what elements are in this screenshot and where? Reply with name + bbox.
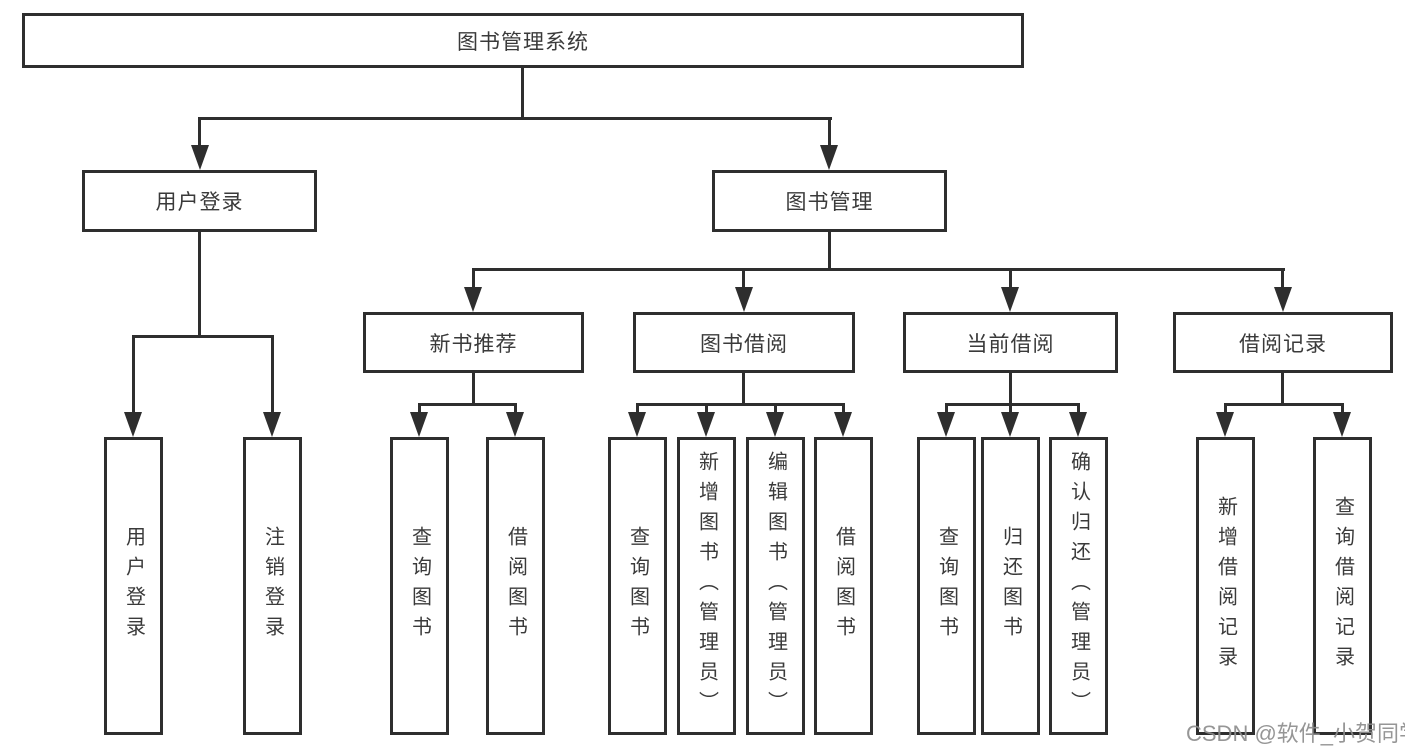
connector-line [828,117,831,146]
node-label: 借阅记录 [1239,332,1327,356]
leaf-label: 借阅图书 [832,526,855,646]
node-book-management: 图书管理 [712,170,947,232]
node-current-borrow: 当前借阅 [903,312,1118,373]
arrowhead-down-icon [1274,287,1292,312]
leaf-label: 借阅图书 [504,526,527,646]
connector-line [1281,373,1284,405]
arrowhead-down-icon [735,287,753,312]
connector-line [418,403,517,406]
connector-line [1009,268,1012,289]
node-label: 当前借阅 [966,332,1055,356]
arrowhead-down-icon [1069,412,1087,437]
leaf-label: 编辑图书（管理员） [764,451,787,721]
leaf-add-book-admin: 新增图书（管理员） [677,437,736,735]
connector-line [636,403,639,414]
node-new-book-recommend: 新书推荐 [363,312,584,373]
connector-line [828,232,831,270]
leaf-label: 新增图书（管理员） [695,451,718,721]
connector-line [472,268,475,289]
connector-line [742,268,745,289]
connector-line [1224,403,1227,414]
arrowhead-down-icon [937,412,955,437]
connector-line [472,373,475,405]
node-borrow-records: 借阅记录 [1173,312,1393,373]
connector-line [945,403,1080,406]
leaf-label: 查询图书 [626,526,649,646]
connector-line [132,335,135,413]
leaf-label: 归还图书 [999,526,1022,646]
leaf-borrow-book: 借阅图书 [814,437,873,735]
leaf-edit-book-admin: 编辑图书（管理员） [746,437,805,735]
connector-line [1009,403,1012,414]
node-user-login: 用户登录 [82,170,317,232]
leaf-label: 注销登录 [261,526,284,646]
arrowhead-down-icon [697,412,715,437]
connector-line [1224,403,1344,406]
arrowhead-down-icon [766,412,784,437]
arrowhead-down-icon [506,412,524,437]
node-label: 图书借阅 [700,332,788,356]
connector-line [842,403,845,414]
leaf-query-book: 查询图书 [608,437,667,735]
connector-line [742,373,745,405]
csdn-watermark: CSDN @软件_小贺同学 [1186,721,1405,746]
leaf-label: 确认归还（管理员） [1067,451,1090,721]
arrowhead-down-icon [410,412,428,437]
arrowhead-down-icon [1333,412,1351,437]
connector-line [514,403,517,414]
leaf-logout: 注销登录 [243,437,302,735]
node-label: 用户登录 [155,191,244,214]
arrowhead-down-icon [124,412,142,437]
connector-line [132,335,274,338]
leaf-query-book: 查询图书 [917,437,976,735]
node-label: 图书管理 [785,191,874,214]
arrowhead-down-icon [820,145,838,170]
connector-line [1341,403,1344,414]
connector-line [472,268,1285,271]
arrowhead-down-icon [834,412,852,437]
arrowhead-down-icon [628,412,646,437]
connector-line [636,403,845,406]
connector-line [1281,268,1284,289]
connector-line [1077,403,1080,414]
leaf-user-login: 用户登录 [104,437,163,735]
connector-line [705,403,708,414]
leaf-return-book: 归还图书 [981,437,1040,735]
leaf-label: 查询图书 [408,526,431,646]
leaf-query-borrow-record: 查询借阅记录 [1313,437,1372,735]
leaf-add-borrow-record: 新增借阅记录 [1196,437,1255,735]
connector-line [198,117,201,146]
arrowhead-down-icon [1216,412,1234,437]
node-root: 图书管理系统 [22,13,1024,68]
leaf-query-book: 查询图书 [390,437,449,735]
connector-line [945,403,948,414]
connector-line [1009,373,1012,405]
leaf-label: 查询图书 [935,526,958,646]
node-book-borrow: 图书借阅 [633,312,855,373]
connector-line [774,403,777,414]
arrowhead-down-icon [1001,412,1019,437]
connector-line [198,232,201,338]
leaf-label: 新增借阅记录 [1214,496,1237,676]
node-root-label: 图书管理系统 [457,30,589,54]
leaf-label: 查询借阅记录 [1331,496,1354,676]
connector-line [198,117,832,120]
connector-line [418,403,421,414]
leaf-confirm-return-admin: 确认归还（管理员） [1049,437,1108,735]
arrowhead-down-icon [191,145,209,170]
leaf-borrow-book: 借阅图书 [486,437,545,735]
node-label: 新书推荐 [429,332,518,356]
connector-line [521,68,524,120]
leaf-label: 用户登录 [122,526,145,646]
arrowhead-down-icon [464,287,482,312]
arrowhead-down-icon [1001,287,1019,312]
connector-line [271,335,274,413]
arrowhead-down-icon [263,412,281,437]
